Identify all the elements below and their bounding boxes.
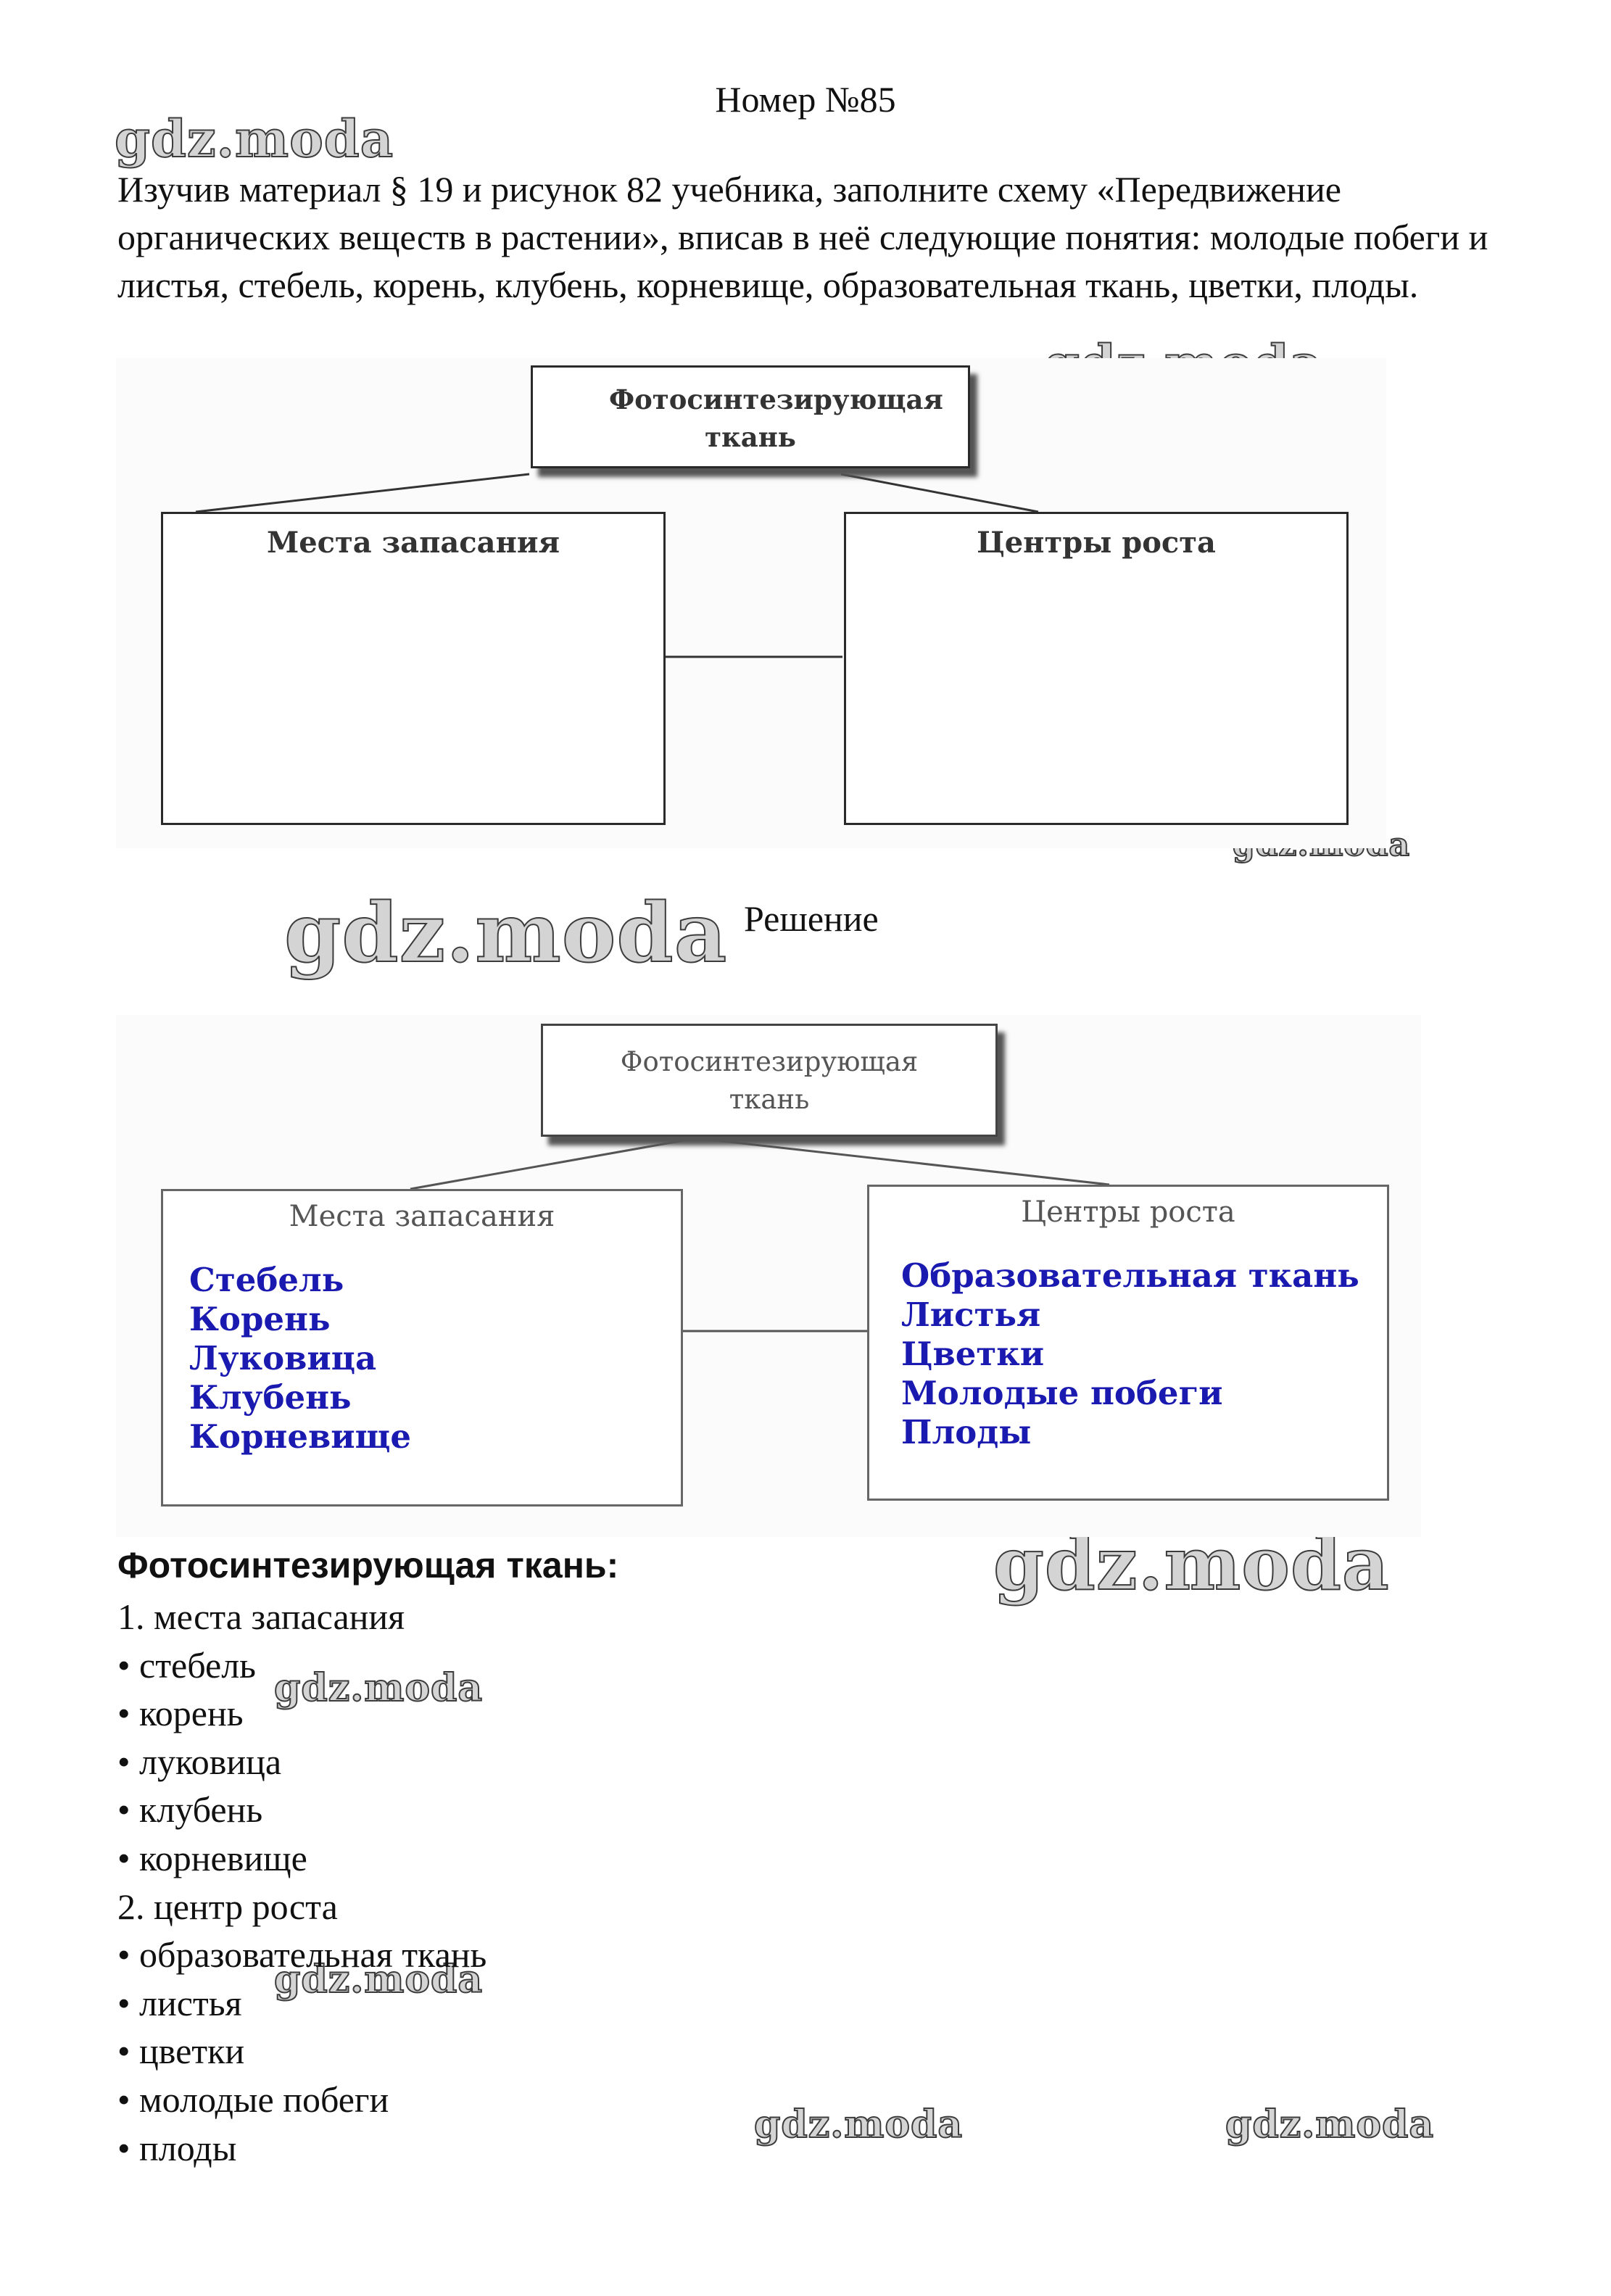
photosynthetic-tissue-box: Фотосинтезирующая ткань xyxy=(531,365,970,468)
task-text: Изучив материал § 19 и рисунок 82 учебни… xyxy=(117,169,1488,305)
photosynthetic-tissue-label: Фотосинтезирующая ткань xyxy=(609,384,943,453)
storage-places-title: Места запасания xyxy=(266,526,560,560)
connector-lines xyxy=(195,473,1039,658)
list-item: 1. места запасания xyxy=(117,1596,405,1637)
list-item: Корень xyxy=(189,1300,331,1338)
list-item: • плоды xyxy=(117,2127,237,2168)
list-item: • стебель xyxy=(117,1644,256,1686)
connector-lines xyxy=(410,1137,1110,1333)
list-item: Луковица xyxy=(189,1339,377,1377)
list-item: • клубень xyxy=(117,1789,263,1831)
watermark: gdz.moda xyxy=(273,1665,484,1711)
watermark: gdz.moda xyxy=(114,108,394,170)
growth-centers-box: Центры роста xyxy=(844,512,1349,825)
list-item: • молодые побеги xyxy=(117,2079,389,2120)
storage-places-title: Места запасания xyxy=(289,1200,555,1233)
list-item: • корневище xyxy=(117,1837,307,1878)
list-item: Цветки xyxy=(901,1335,1045,1373)
growth-centers-box: Центры роста Образовательная ткань Листь… xyxy=(867,1185,1389,1501)
solution-diagram: Фотосинтезирующая ткань Места запасания … xyxy=(116,1015,1421,1537)
watermark: gdz.moda xyxy=(753,2102,964,2147)
solution-label: Решение xyxy=(744,898,879,939)
photosynthetic-tissue-box: Фотосинтезирующая ткань xyxy=(541,1024,998,1137)
storage-places-list: Стебель Корень Луковица Клубень Корневищ… xyxy=(189,1261,411,1456)
list-item: Стебель xyxy=(189,1261,344,1299)
list-item: • луковица xyxy=(117,1741,282,1782)
list-item: Плоды xyxy=(901,1413,1032,1451)
list-item: • листья xyxy=(117,1982,242,2023)
list-item: Образовательная ткань xyxy=(901,1256,1359,1295)
growth-centers-list: Образовательная ткань Листья Цветки Моло… xyxy=(901,1256,1359,1452)
list-item: • образовательная ткань xyxy=(117,1934,487,1976)
answer-list: 1. места запасания • стебель • корень • … xyxy=(117,1593,486,2172)
storage-places-box: Места запасания xyxy=(161,512,666,825)
list-item: Корневище xyxy=(189,1417,411,1456)
answer-heading: Фотосинтезирующая ткань: xyxy=(117,1545,619,1586)
page-title: Номер №85 xyxy=(715,79,896,120)
list-item: Листья xyxy=(901,1296,1041,1334)
list-item: • цветки xyxy=(117,2031,245,2072)
storage-places-box: Места запасания Стебель Корень Луковица … xyxy=(161,1189,683,1507)
watermark: gdz.moda xyxy=(283,885,728,982)
photosynthetic-tissue-label: Фотосинтезирующая ткань xyxy=(620,1046,919,1115)
watermark: gdz.moda xyxy=(273,1957,484,2002)
list-item: 2. центр роста xyxy=(117,1886,338,1927)
growth-centers-title: Центры роста xyxy=(977,526,1216,560)
task-diagram: Фотосинтезирующая ткань Места запасания … xyxy=(116,358,1386,848)
list-item: • корень xyxy=(117,1693,244,1734)
list-item: Молодые побеги xyxy=(901,1374,1223,1412)
list-item: Клубень xyxy=(189,1378,352,1417)
watermark: gdz.moda xyxy=(1225,2102,1435,2147)
growth-centers-title: Центры роста xyxy=(1021,1195,1235,1229)
